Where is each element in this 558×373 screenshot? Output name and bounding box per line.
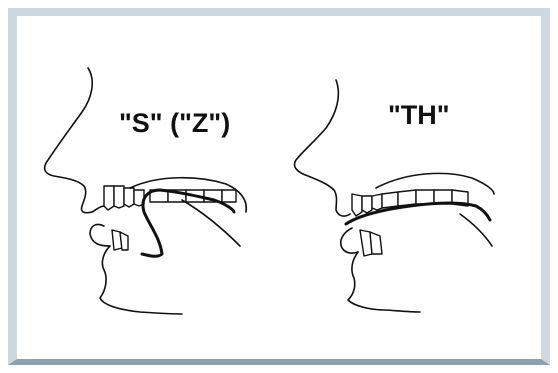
s-chin: [100, 246, 182, 314]
th-chin: [348, 252, 420, 312]
s-upper-teeth: [104, 186, 236, 210]
th-throat: [460, 214, 492, 246]
th-face-profile: [295, 80, 351, 216]
s-lower-teeth: [112, 230, 128, 250]
s-z-mouth-profile: [45, 68, 247, 314]
th-lower-teeth: [360, 230, 382, 256]
s-lower-lip: [90, 224, 110, 246]
th-mouth-profile: [295, 80, 495, 312]
th-lower-lip: [341, 228, 358, 253]
s-face-profile: [45, 68, 104, 213]
